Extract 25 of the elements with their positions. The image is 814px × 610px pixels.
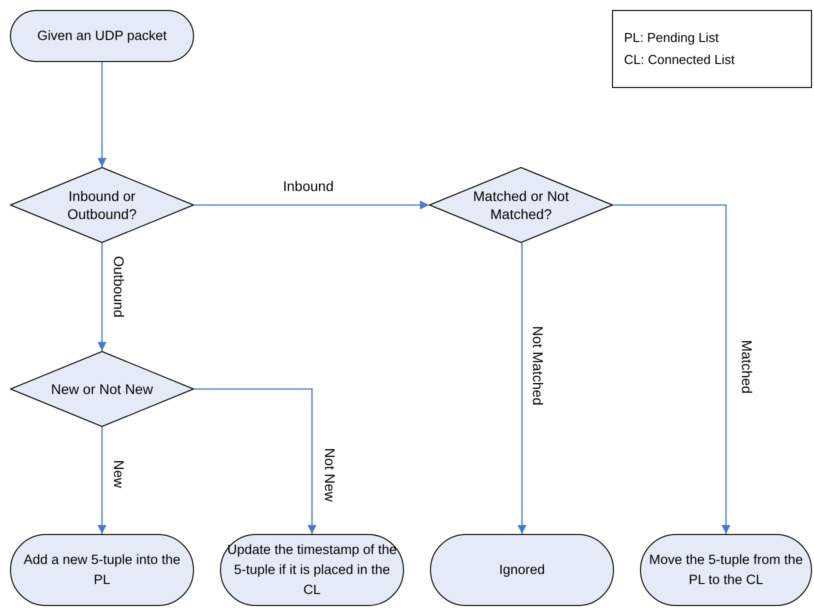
terminal-box [10, 10, 194, 62]
arrow [98, 243, 106, 351]
terminal-text: Given an UDP packet [37, 27, 167, 45]
arrow [194, 200, 429, 210]
note-text: CL: Connected List [624, 51, 736, 69]
edge-label: Outbound [111, 256, 127, 318]
edge-label: Not New [322, 448, 338, 502]
arrow [518, 243, 526, 534]
edge-label: New [111, 460, 127, 488]
note-text: PL: Pending List [624, 29, 720, 47]
edge-label: Matched [739, 340, 755, 394]
decision-text: Matched or Not Matched? [472, 187, 570, 223]
terminal-text: Ignored [499, 561, 545, 579]
arrow [194, 388, 316, 534]
arrow [98, 427, 106, 534]
edge-label: Inbound [283, 178, 334, 194]
note-box [612, 10, 812, 88]
decision-text: Inbound or Outbound? [66, 187, 138, 223]
edge-label: Not Matched [530, 326, 546, 406]
terminal-text: Move the 5-tuple from the PL to the CL [648, 551, 804, 589]
arrow [613, 204, 730, 534]
terminal-text: Add a new 5-tuple into the PL [22, 551, 182, 589]
arrow [98, 62, 106, 167]
terminal-text: Update the timestamp of the 5-tuple if it is placed in the CL [226, 541, 398, 599]
decision-text: New or Not New [50, 380, 154, 398]
